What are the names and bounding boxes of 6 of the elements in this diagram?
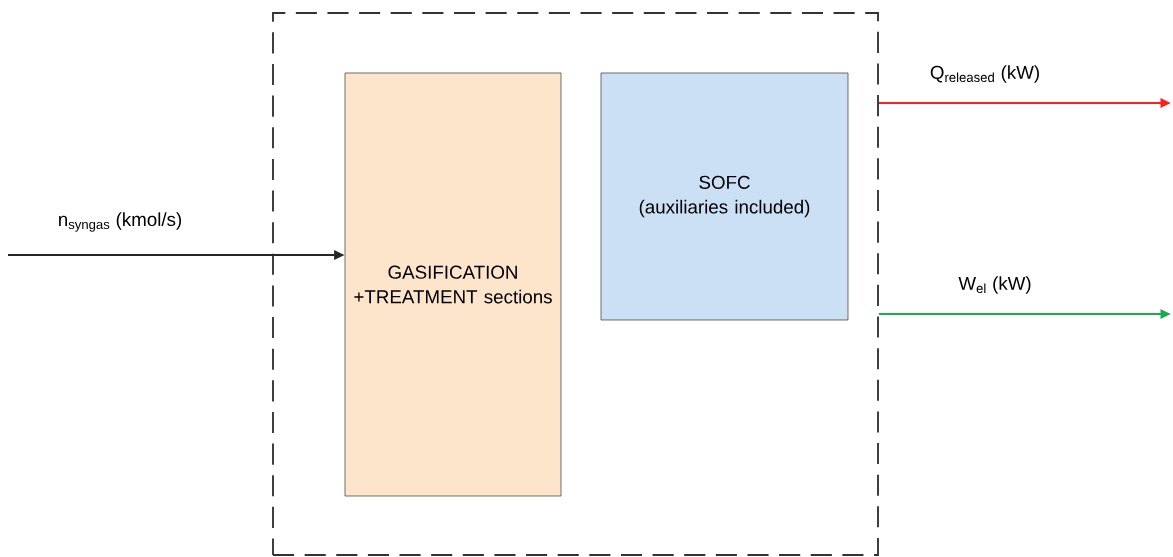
process-box: SOFC (auxiliaries included) — [600, 72, 849, 321]
edge-label: n$_{syngas}$ (kmol/s) — [59, 212, 182, 232]
process-box: GASIFICATION +TREATMENT sections — [344, 72, 562, 497]
edge-label: W$_{el}$ (kW) — [958, 276, 1031, 294]
system-boundary — [272, 12, 879, 556]
edge-label: Q$_{released}$ (kW) — [930, 65, 1039, 83]
